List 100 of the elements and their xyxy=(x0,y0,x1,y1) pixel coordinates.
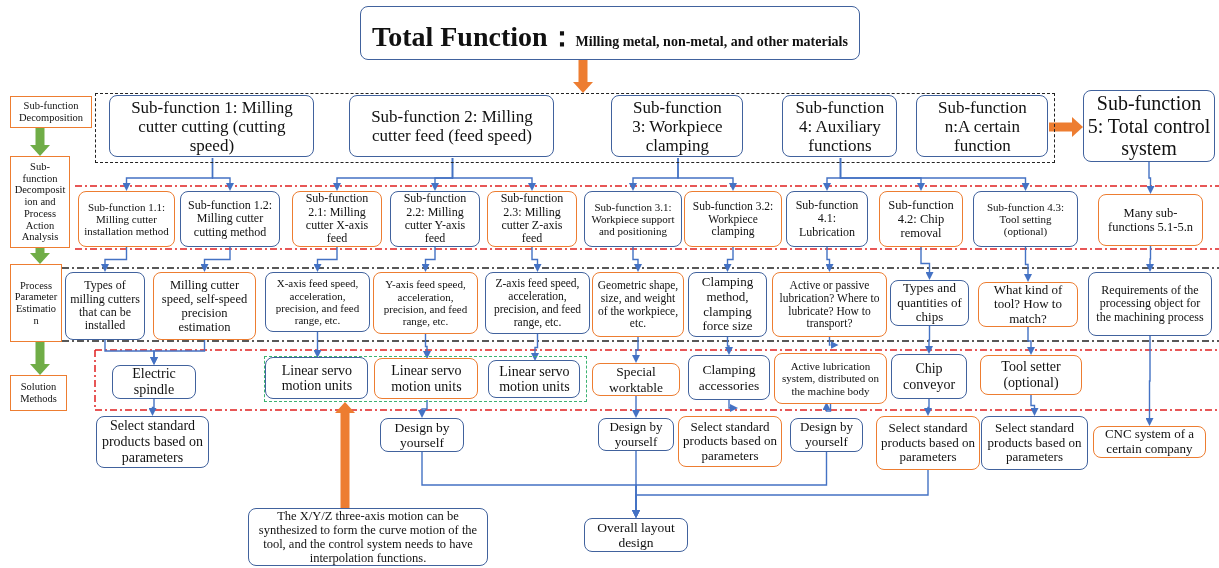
connector-arrow xyxy=(839,157,1030,191)
connector-arrow xyxy=(421,246,436,272)
box-text: Tool setter (optional) xyxy=(1000,359,1062,391)
box-text: Active or passive lubrication? Where to lubricate? How to transport? xyxy=(778,278,881,331)
box-text: Sub-function 4: Auxiliary functions xyxy=(795,97,885,155)
connector-arrow xyxy=(1024,246,1032,282)
box-text: CNC system of a certain company xyxy=(1103,427,1196,457)
box-text: Select standard products based on parameters xyxy=(986,421,1083,465)
box-text: Sub-function 2: Milling cutter feed (feed speed) xyxy=(370,107,534,146)
rounded-box xyxy=(774,353,887,404)
connector-arrow xyxy=(313,331,322,358)
box-text: What kind of tool? How to match? xyxy=(992,283,1064,326)
connector-arrow xyxy=(423,333,431,359)
box-text: Sub-function 2.3: Milling cutter Z-axis feed xyxy=(499,192,565,246)
rounded-box xyxy=(978,282,1078,327)
block-arrow xyxy=(573,60,593,93)
box-text: Geometric shape, size, and weight of the workpiece, etc. xyxy=(596,278,680,331)
title-box xyxy=(360,6,860,60)
rounded-box xyxy=(1088,272,1212,336)
rounded-box xyxy=(349,95,555,158)
box-text: Electric spindle xyxy=(131,366,177,398)
block-arrow xyxy=(335,402,355,508)
box-text: Sub-function 4.1: Lubrication xyxy=(794,198,860,240)
connector-arrow xyxy=(531,333,539,361)
box-text: Sub-function 2.1: Milling cutter X-axis feed xyxy=(304,192,370,246)
connector-arrow xyxy=(101,246,128,272)
connector-arrow xyxy=(725,336,733,355)
connector-arrow xyxy=(211,157,234,191)
box-text: Sub-function 3: Workpiece clamping xyxy=(631,97,724,155)
connector-arrow xyxy=(924,398,932,416)
block-arrow xyxy=(30,128,50,156)
connector-arrow xyxy=(632,469,929,518)
rounded-box xyxy=(598,418,674,451)
stage-label: Process Parameter Estimation xyxy=(14,279,58,327)
rounded-box xyxy=(380,418,464,452)
rounded-box xyxy=(180,191,280,247)
box-text: Design by yourself xyxy=(393,419,451,451)
stage-label: Sub-function Decomposition and Process Action Analysis xyxy=(14,160,66,244)
box-text: The X/Y/Z three-axis motion can be synthesized to form the curve motion of the tool, and the control system needs to have interpolation functions. xyxy=(257,509,479,565)
rounded-box xyxy=(891,354,967,399)
connector-arrow xyxy=(531,246,542,272)
dashed-group-frame xyxy=(95,93,1055,163)
stage-box xyxy=(10,96,92,128)
box-text: Active lubrication system, distributed on the machine body xyxy=(781,360,880,397)
box-text: Sub-function 3.1: Workpiece support and positioning xyxy=(590,200,676,238)
connector-arrow xyxy=(148,398,157,416)
box-text: Clamping method, clamping force size xyxy=(700,275,755,334)
rounded-box xyxy=(112,365,196,399)
rounded-box xyxy=(584,518,688,552)
box-text: Sub-function 1: Milling cutter cutting (cutting speed) xyxy=(130,97,294,155)
box-text: Sub-function 1.2: Milling cutter cutting method xyxy=(187,198,273,240)
box-text: Select standard products based on parameters xyxy=(100,418,205,466)
box-text: Sub-function 4.3: Tool setting (optional) xyxy=(986,200,1065,238)
box-text: Sub-function n:A certain function xyxy=(937,97,1028,155)
rounded-box xyxy=(592,272,684,337)
connector-arrow xyxy=(828,336,839,349)
stage-box xyxy=(10,264,62,342)
rounded-box xyxy=(487,191,577,247)
rounded-box xyxy=(772,272,887,337)
connector-arrow xyxy=(1027,326,1035,355)
rounded-box xyxy=(786,191,868,247)
box-text: Milling cutter speed, self-speed precision estimation xyxy=(160,278,249,334)
rounded-box xyxy=(980,355,1082,395)
connector-arrow xyxy=(677,157,737,191)
rounded-box xyxy=(879,191,963,247)
connector-arrow xyxy=(632,246,642,272)
connector-arrow xyxy=(728,399,738,412)
box-text: Y-axis feed speed, acceleration, precision, and feed range, etc. xyxy=(382,278,469,328)
connector-arrow xyxy=(1030,394,1039,416)
rounded-box xyxy=(592,363,680,396)
box-text: Design by yourself xyxy=(608,419,664,450)
connector-arrow xyxy=(723,246,734,272)
block-arrow xyxy=(1049,117,1083,137)
rounded-box xyxy=(688,355,770,400)
rounded-box xyxy=(1098,194,1203,246)
stage-label: Solution Methods xyxy=(19,381,58,405)
connector-arrow xyxy=(451,157,536,191)
rounded-box xyxy=(65,272,145,340)
box-text: Sub-function 4.2: Chip removal xyxy=(887,198,955,240)
title-text: Total Function： xyxy=(372,21,576,53)
box-text: Overall layout design xyxy=(596,519,676,551)
rounded-box xyxy=(374,358,479,400)
rounded-box xyxy=(265,357,369,400)
box-text: Linear servo motion units xyxy=(498,363,571,396)
connector-arrow xyxy=(825,246,834,272)
stage-label: Sub-function Decomposition xyxy=(17,100,85,124)
rounded-box xyxy=(684,191,782,247)
connector-arrow xyxy=(1146,161,1155,194)
rounded-box xyxy=(688,272,767,337)
box-text: Select standard products based on parameters xyxy=(682,419,778,464)
connector-arrow xyxy=(150,339,206,365)
box-text: Linear servo motion units xyxy=(390,363,463,395)
rounded-box xyxy=(265,272,370,332)
rounded-box xyxy=(292,191,382,247)
box-text: Sub-function 5: Total control system xyxy=(1087,92,1211,160)
box-text: Sub-function 1.1: Milling cutter installation method xyxy=(83,200,170,238)
rounded-box xyxy=(916,95,1049,158)
block-arrow xyxy=(30,342,50,375)
rounded-box xyxy=(611,95,744,158)
box-text: Special worktable xyxy=(608,364,664,395)
